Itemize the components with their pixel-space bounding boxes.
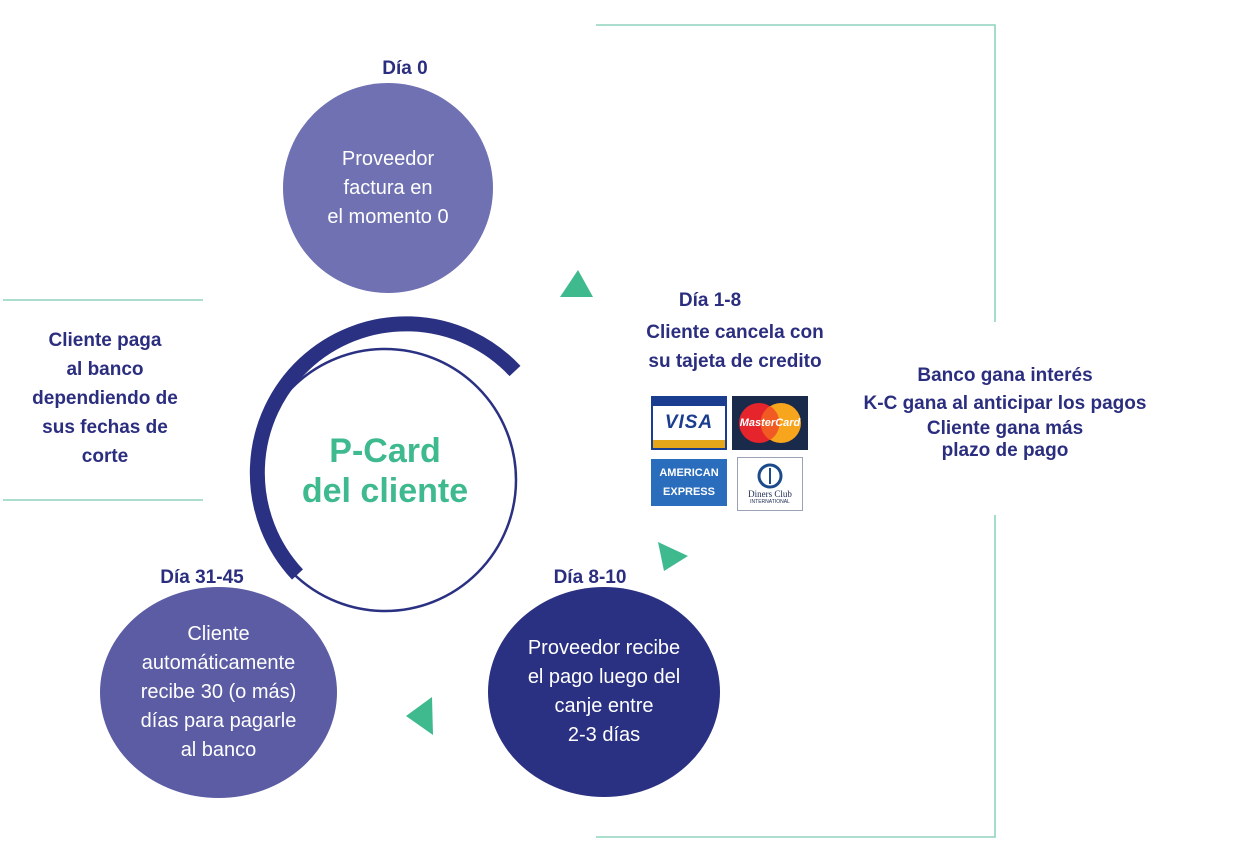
- step-text-line: Cliente: [187, 623, 250, 645]
- mastercard-logo: MasterCard: [732, 396, 808, 450]
- right-note-line: Banco gana interés: [917, 365, 1093, 386]
- left-note-line: corte: [81, 446, 129, 467]
- amex-text-top: AMERICAN: [659, 466, 719, 479]
- amex-logo: AMERICAN EXPRESS: [651, 459, 727, 506]
- step-circle-day-8-10: Proveedor recibe el pago luego del canje…: [488, 587, 720, 797]
- diners-club-subtext: INTERNATIONAL: [750, 499, 790, 505]
- center-ring-arc: [249, 316, 521, 580]
- step-text-line: automáticamente: [141, 652, 296, 674]
- step-text-line: Cliente cancela con: [646, 322, 824, 343]
- left-note-line: Cliente paga: [48, 330, 162, 351]
- step-text-line: su tajeta de credito: [648, 351, 822, 372]
- step-day-label: Día 8-10: [553, 567, 627, 588]
- mastercard-text: MasterCard: [739, 417, 801, 429]
- step-text-line: factura en: [343, 176, 433, 199]
- diners-club-text: Diners Club: [748, 489, 792, 499]
- step-circle-day-0: Proveedor factura en el momento 0: [283, 83, 493, 293]
- step-text-line: Proveedor: [341, 147, 435, 170]
- visa-text: VISA: [664, 412, 714, 433]
- center-title-line-2: del cliente: [301, 472, 469, 510]
- left-note-line: sus fechas de: [42, 417, 168, 438]
- diners-club-emblem-icon: [757, 463, 783, 489]
- step-text-line: el pago luego del: [527, 666, 681, 688]
- step-text-line: días para pagarle: [140, 710, 297, 732]
- left-note-line: dependiendo de: [32, 388, 178, 409]
- right-note-line: Cliente gana más: [926, 418, 1084, 439]
- step-day-label: Día 1-8: [678, 290, 742, 311]
- step-text-line: 2-3 días: [567, 724, 641, 746]
- right-note-line: K-C gana al anticipar los pagos: [863, 393, 1147, 414]
- left-note: Cliente paga al banco dependiendo de sus…: [5, 326, 205, 471]
- step-text-line: Proveedor recibe: [527, 637, 681, 659]
- step-text-line: recibe 30 (o más): [140, 681, 297, 703]
- center-title-line-1: P-Card: [329, 432, 441, 470]
- arrow-right-icon: [560, 270, 593, 297]
- right-bracket-bottom: [596, 515, 996, 838]
- right-note-line: plazo de pago: [941, 440, 1069, 461]
- step-text-line: el momento 0: [327, 205, 449, 228]
- step-day-label: Día 31-45: [160, 567, 244, 588]
- arrow-down-icon: [658, 542, 688, 571]
- right-note: Banco gana interés K-C gana al anticipar…: [830, 362, 1180, 462]
- step-text-day-1-8: Cliente cancela con su tajeta de credito: [590, 318, 880, 376]
- step-text-line: canje entre: [554, 695, 654, 717]
- left-note-line: al banco: [66, 359, 144, 380]
- visa-logo: VISA: [651, 396, 727, 450]
- amex-text-bottom: EXPRESS: [663, 485, 715, 498]
- right-bracket-top: [596, 24, 996, 322]
- step-circle-day-31-45: Cliente automáticamente recibe 30 (o más…: [100, 587, 337, 798]
- step-day-label: Día 0: [382, 58, 428, 79]
- step-text-line: al banco: [180, 739, 257, 761]
- arrow-left-icon: [406, 697, 433, 735]
- diners-club-logo: Diners Club INTERNATIONAL: [737, 457, 803, 511]
- mastercard-circles-icon: [739, 403, 801, 443]
- center-title: P-Card del cliente: [285, 431, 485, 511]
